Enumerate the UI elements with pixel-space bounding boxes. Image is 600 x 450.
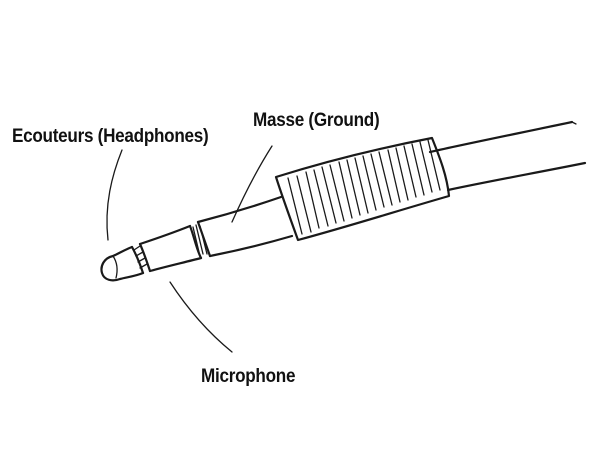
leader-microphone: [169, 281, 233, 353]
plug-sleeve: [196, 195, 294, 258]
insulator-ring: [188, 220, 212, 260]
label-ground: Masse (Ground): [253, 110, 380, 131]
plug-collar: [274, 136, 451, 242]
leader-headphones: [106, 149, 123, 241]
label-microphone: Microphone: [201, 366, 296, 387]
cable: [428, 120, 587, 192]
plug-tip: [100, 245, 145, 282]
leader-ground: [231, 145, 273, 223]
leader-lines: [106, 145, 273, 353]
tip-insulator: [130, 242, 152, 275]
plug-ring: [138, 224, 203, 273]
collar-hatching: [287, 139, 441, 235]
label-headphones: Ecouteurs (Headphones): [12, 126, 209, 147]
